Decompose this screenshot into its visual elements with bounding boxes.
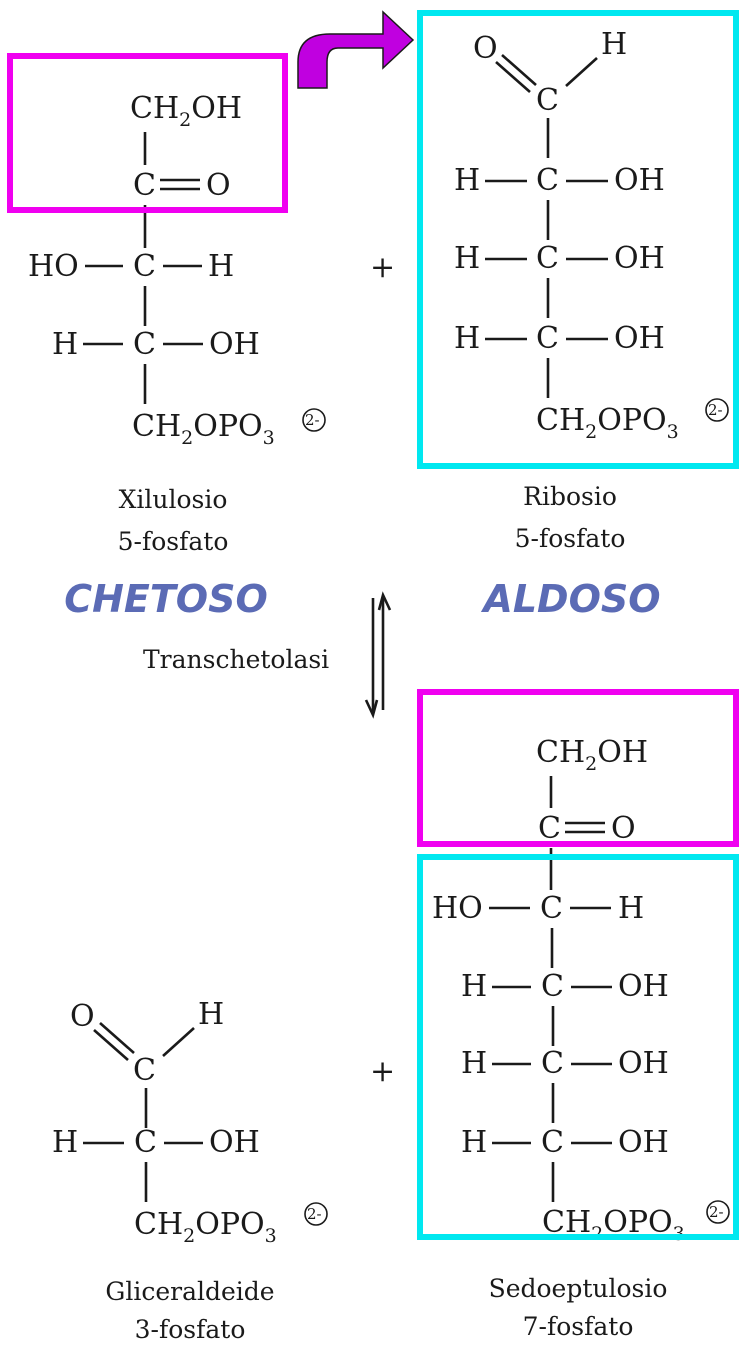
ribose-c2-oh: OH — [614, 163, 665, 198]
aldose-box-bottom — [417, 854, 739, 1240]
ribose-c1-h: H — [601, 27, 627, 62]
ribose-c4-carbon: C — [536, 321, 559, 356]
ribose-charge-circle — [705, 398, 729, 422]
sedoheptulose-c5-oh: OH — [618, 1046, 669, 1081]
sedoheptulose-c6-oh: OH — [618, 1125, 669, 1160]
ketose-head-box-bottom — [417, 689, 739, 847]
glyceraldehyde-c1-h: H — [198, 997, 224, 1032]
glyceraldehyde-c1-oxygen: O — [70, 999, 95, 1034]
ribose-c2-carbon: C — [536, 163, 559, 198]
ribose-c3-h: H — [454, 241, 480, 276]
xylulose-c1-ch2oh: CH2OH — [130, 91, 242, 131]
sedoheptulose-charge: 2- — [709, 1203, 724, 1221]
xylulose-c4-h: H — [52, 327, 78, 362]
equilibrium-arrows — [364, 591, 392, 719]
xylulose-c4-carbon: C — [133, 327, 156, 362]
aldose-caption: ALDOSO — [480, 577, 660, 621]
xylulose-label-line1: Xilulosio — [119, 485, 228, 514]
plus-sign-top: + — [370, 250, 395, 285]
glyceraldehyde-label-line2: 3-fosfato — [135, 1315, 246, 1344]
xylulose-c3-carbon: C — [133, 249, 156, 284]
ribose-c3-carbon: C — [536, 241, 559, 276]
xylulose-c5-ch2opo3: CH2OPO3 — [132, 409, 275, 449]
ribose-c3-oh: OH — [614, 241, 665, 276]
xylulose-5-phosphate-structure: CH2OH C O HO C H H C OH CH2OPO3 2- — [28, 91, 326, 449]
sedoheptulose-label-line1: Sedoeptulosio — [489, 1274, 668, 1303]
ribose-label-line2: 5-fosfato — [515, 524, 626, 553]
ribose-c5-ch2opo3: CH2OPO3 — [536, 403, 679, 443]
sedoheptulose-7-phosphate-structure: CH2OH C O HO C H H C OH H C OH H C OH CH… — [432, 735, 730, 1245]
ribose-5-phosphate-structure: O H C H C OH H C OH H C OH CH2OPO3 2- — [454, 27, 729, 443]
ribose-c2-h: H — [454, 163, 480, 198]
xylulose-label-line2: 5-fosfato — [118, 527, 229, 556]
glyceraldehyde-c2-h: H — [52, 1125, 78, 1160]
ketose-caption: CHETOSO — [64, 577, 268, 621]
ribose-label-line1: Ribosio — [523, 482, 617, 511]
glyceraldehyde-c3-ch2opo3: CH2OPO3 — [134, 1207, 277, 1247]
glyceraldehyde-3-phosphate-structure: O H C H C OH CH2OPO3 2- — [52, 997, 328, 1247]
sedoheptulose-label-line2: 7-fosfato — [523, 1312, 634, 1341]
sedoheptulose-c1-ch2oh: CH2OH — [536, 735, 648, 775]
sedoheptulose-c3-carbon: C — [540, 891, 563, 926]
xylulose-charge: 2- — [305, 411, 320, 429]
sedoheptulose-c6-h: H — [461, 1125, 487, 1160]
enzyme-label: Transchetolasi — [143, 645, 329, 674]
sedoheptulose-c2-carbon: C — [538, 811, 561, 846]
ribose-c4-h: H — [454, 321, 480, 356]
sedoheptulose-c5-h: H — [461, 1046, 487, 1081]
glyceraldehyde-charge-circle — [304, 1202, 328, 1226]
sedoheptulose-c4-carbon: C — [541, 969, 564, 1004]
xylulose-c2-carbon: C — [133, 168, 156, 203]
sedoheptulose-c6-carbon: C — [541, 1125, 564, 1160]
xylulose-charge-circle — [302, 408, 326, 432]
ribose-c1-oxygen: O — [473, 31, 498, 66]
ribose-c4-oh: OH — [614, 321, 665, 356]
ribose-charge: 2- — [708, 401, 723, 419]
plus-sign-bottom: + — [370, 1054, 395, 1089]
sedoheptulose-c4-h: H — [461, 969, 487, 1004]
sedoheptulose-charge-circle — [706, 1200, 730, 1224]
sedoheptulose-c5-carbon: C — [541, 1046, 564, 1081]
transfer-arrow — [297, 10, 415, 89]
xylulose-c3-ho: HO — [28, 249, 79, 284]
sedoheptulose-c3-h: H — [618, 891, 644, 926]
ketose-head-box-top — [7, 53, 288, 213]
glyceraldehyde-c2-oh: OH — [209, 1125, 260, 1160]
xylulose-c2-oxygen: O — [206, 168, 231, 203]
glyceraldehyde-label-line1: Gliceraldeide — [105, 1277, 274, 1306]
sedoheptulose-c3-ho: HO — [432, 891, 483, 926]
xylulose-c3-h: H — [208, 249, 234, 284]
glyceraldehyde-c1-carbon: C — [133, 1053, 156, 1088]
sedoheptulose-c2-oxygen: O — [611, 811, 636, 846]
sedoheptulose-c4-oh: OH — [618, 969, 669, 1004]
glyceraldehyde-c2-carbon: C — [134, 1125, 157, 1160]
aldose-box-top — [417, 10, 739, 469]
xylulose-c4-oh: OH — [209, 327, 260, 362]
glyceraldehyde-charge: 2- — [307, 1205, 322, 1223]
ribose-c1-carbon: C — [536, 83, 559, 118]
